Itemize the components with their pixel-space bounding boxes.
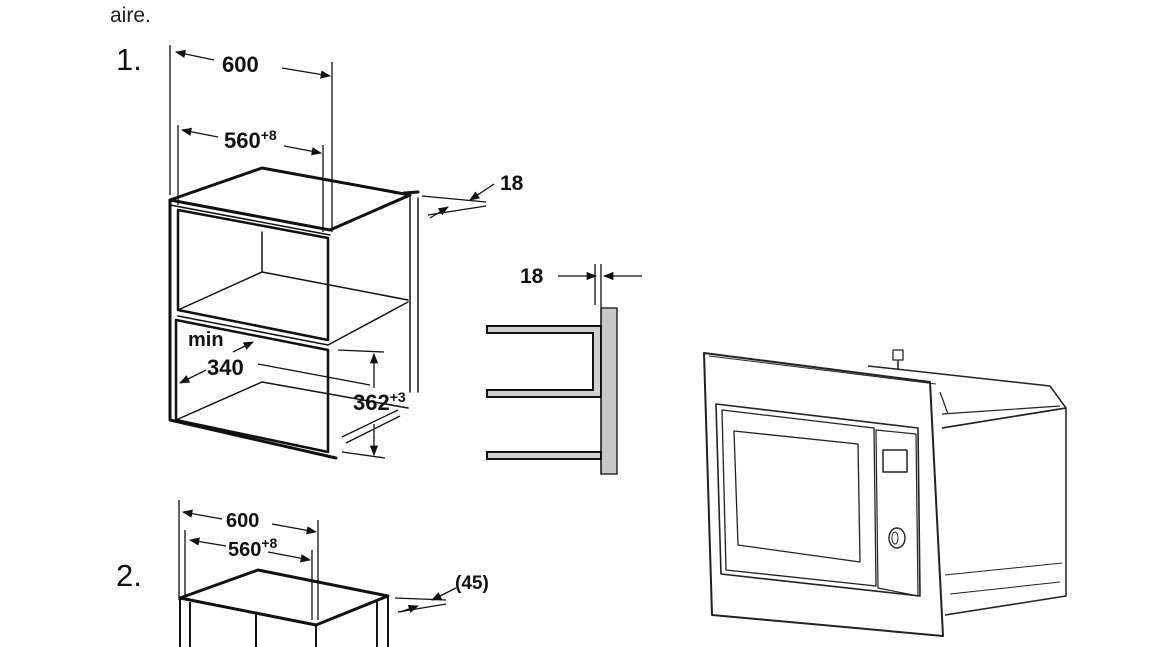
dimension-600-label: 600 [222, 52, 259, 77]
step2-600-label: 600 [226, 510, 259, 532]
step-2-number: 2. [116, 558, 142, 593]
step2-gap-label: (45) [455, 573, 489, 594]
microwave-illustration [703, 349, 1067, 637]
intro-text: aire. [110, 4, 151, 27]
detail-18-label: 18 [520, 265, 544, 288]
side-section-detail [486, 264, 642, 475]
step2-560-label: 560+8 [228, 535, 278, 561]
dimension-340-label: 340 [207, 355, 244, 380]
cabinet-1 [168, 166, 420, 460]
dimension-18-label: 18 [500, 172, 524, 195]
dimension-560-label: 560+8 [224, 127, 277, 153]
dimension-362-label: 362+3 [353, 389, 406, 415]
step-1-number: 1. [116, 42, 142, 77]
cabinet-2 [178, 500, 457, 647]
dimension-lines-1 [169, 45, 495, 459]
min-label: min [188, 329, 224, 351]
